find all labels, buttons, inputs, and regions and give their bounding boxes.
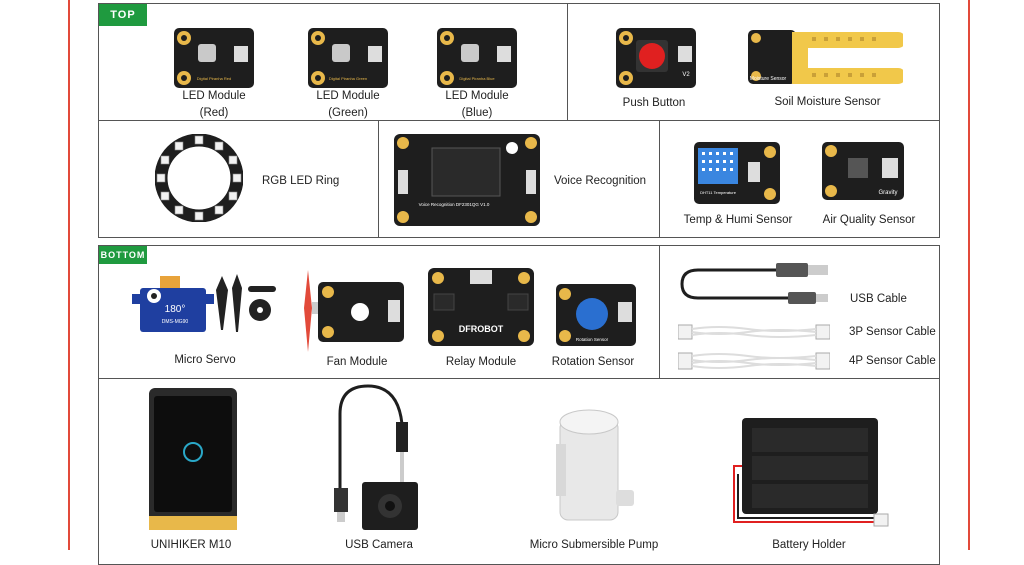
top-divider-3 [659, 120, 660, 238]
micro-servo-label: Micro Servo [174, 354, 236, 366]
led-red-image: Digital Piranha Red [174, 28, 254, 88]
unihiker-image [149, 388, 237, 530]
rotation-sensor-label: Rotation Sensor [551, 356, 635, 368]
usb-camera-label: USB Camera [345, 539, 413, 551]
voice-recognition-image: Voice Recognition DF2301QG V1.0 [394, 134, 540, 226]
bottom-section-tag: BOTTOM [99, 246, 147, 264]
svg-text:180°: 180° [165, 304, 186, 315]
svg-text:Digital Piranha Green: Digital Piranha Green [329, 76, 367, 81]
unihiker-label: UNIHIKER M10 [150, 539, 232, 551]
svg-text:V2: V2 [682, 72, 690, 78]
rgb-ring-label: RGB LED Ring [262, 175, 340, 187]
svg-text:Digital Piranha Blue: Digital Piranha Blue [459, 76, 495, 81]
battery-holder-label: Battery Holder [772, 539, 846, 551]
led-red-variant: (Red) [199, 107, 229, 119]
air-quality-image: Gravity [822, 142, 904, 200]
micro-servo-image: 180° DMS-MG90 [130, 270, 278, 338]
top-divider-2 [378, 120, 379, 238]
top-section-tag: TOP [99, 4, 147, 26]
svg-text:Digital Piranha Red: Digital Piranha Red [197, 76, 231, 81]
usb-cable-label: USB Cable [850, 293, 907, 305]
bottom-row-divider [98, 378, 940, 379]
pump-label: Micro Submersible Pump [529, 539, 659, 551]
cable-3p-label: 3P Sensor Cable [849, 326, 936, 338]
relay-module-label: Relay Module [445, 356, 517, 368]
soil-moisture-image: Moisture Sensor [748, 28, 903, 86]
led-blue-image: Digital Piranha Blue [437, 28, 517, 88]
led-green-image: Digital Piranha Green [308, 28, 388, 88]
pump-image [556, 408, 638, 526]
cable-4p-label: 4P Sensor Cable [849, 355, 936, 367]
led-green-label: LED Module (Green) [298, 88, 398, 122]
cable-3p-image [678, 322, 830, 342]
usb-camera-image [330, 384, 430, 532]
led-blue-name: LED Module [445, 90, 509, 102]
svg-text:Moisture Sensor: Moisture Sensor [750, 76, 787, 82]
fan-module-label: Fan Module [326, 356, 388, 368]
right-page-rule [968, 0, 970, 550]
led-green-variant: (Green) [328, 107, 368, 119]
air-quality-label: Air Quality Sensor [822, 214, 916, 226]
fan-module-image [302, 268, 406, 354]
led-red-name: LED Module [182, 90, 246, 102]
voice-recognition-label: Voice Recognition [554, 175, 647, 187]
led-red-label: LED Module (Red) [164, 88, 264, 122]
led-red-lens [198, 44, 216, 62]
battery-holder-image [728, 414, 896, 530]
led-blue-variant: (Blue) [461, 107, 493, 119]
relay-module-image: DFROBOT [428, 268, 534, 346]
svg-text:Rotation Sensor: Rotation Sensor [576, 337, 609, 342]
temp-humi-label: Temp & Humi Sensor [683, 214, 793, 226]
push-button-label: Push Button [622, 97, 686, 109]
bottom-divider-1 [659, 245, 660, 378]
soil-moisture-label: Soil Moisture Sensor [774, 96, 881, 108]
led-blue-label: LED Module (Blue) [427, 88, 527, 122]
temp-humi-image: DHT11 Temperature [694, 142, 780, 204]
top-divider-1 [567, 3, 568, 120]
svg-text:Gravity: Gravity [878, 190, 897, 196]
svg-text:DHT11 Temperature: DHT11 Temperature [700, 190, 737, 195]
svg-text:DMS-MG90: DMS-MG90 [162, 319, 189, 325]
usb-cable-image [678, 260, 834, 306]
top-row-divider [98, 120, 940, 121]
svg-text:DFROBOT: DFROBOT [459, 324, 504, 334]
push-button-image: V2 [616, 28, 696, 88]
rgb-ring-image [155, 134, 243, 222]
cable-4p-image [678, 350, 830, 372]
led-green-name: LED Module [316, 90, 380, 102]
svg-text:Voice Recognition DF2301QG V1.: Voice Recognition DF2301QG V1.0 [419, 202, 490, 207]
left-page-rule [68, 0, 70, 550]
rotation-sensor-image: Rotation Sensor [556, 284, 636, 346]
